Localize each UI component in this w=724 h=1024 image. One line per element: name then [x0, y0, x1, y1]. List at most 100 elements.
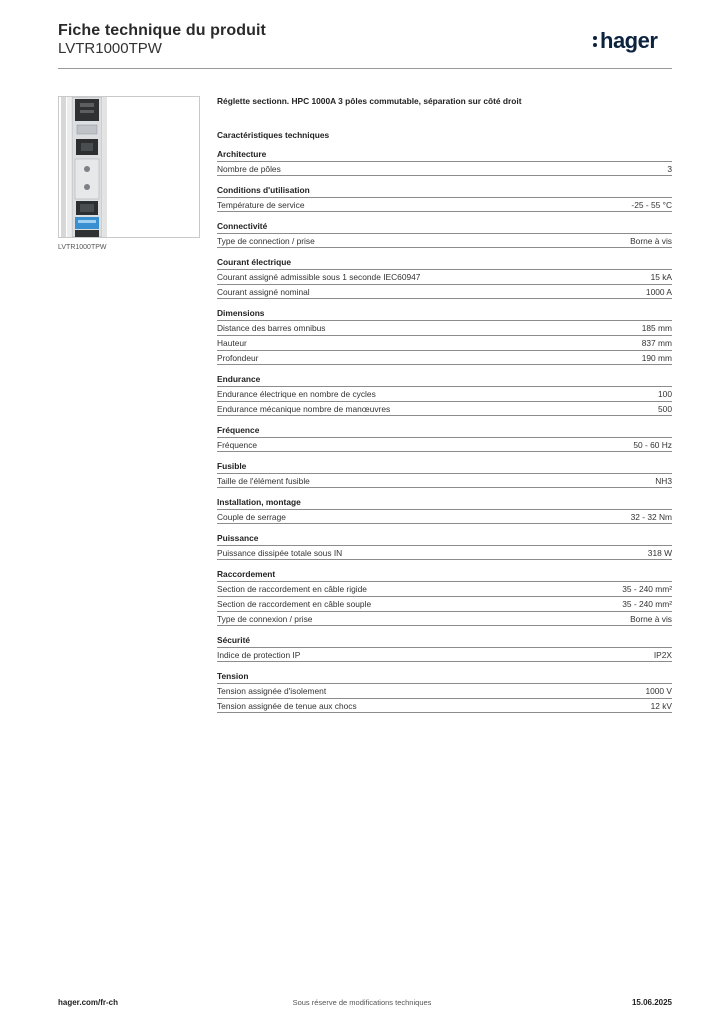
footer-website: hager.com/fr-ch — [58, 998, 119, 1007]
spec-label: Endurance électrique en nombre de cycles — [217, 389, 376, 399]
header-divider — [58, 68, 672, 69]
spec-section-title: Endurance — [217, 374, 261, 384]
spec-row: Tension assignée de tenue aux chocs 12 kV — [217, 698, 672, 713]
spec-value: 837 mm — [641, 338, 672, 348]
spec-value: 3 — [667, 163, 672, 174]
spec-label: Profondeur — [217, 352, 259, 363]
spec-label: Tension assignée d'isolement — [217, 686, 327, 696]
product-description: Réglette sectionn. HPC 1000A 3 pôles com… — [217, 96, 522, 106]
spec-value: 318 W — [647, 547, 672, 558]
spec-value: 50 - 60 Hz — [633, 439, 672, 450]
footer-disclaimer: Sous réserve de modifications techniques — [292, 998, 432, 1007]
spec-section-title: Fréquence — [217, 425, 260, 435]
spec-row: Couple de serrage 32 - 32 Nm — [217, 509, 672, 524]
spec-label: Courant assigné admissible sous 1 second… — [217, 272, 421, 282]
product-reference: LVTR1000TPW — [58, 40, 162, 57]
spec-row: Fréquence 50 - 60 Hz — [217, 437, 672, 452]
spec-row: Hauteur 837 mm — [217, 335, 672, 350]
footer-date: 15.06.2025 — [631, 998, 672, 1007]
spec-row: Distance des barres omnibus 185 mm — [217, 320, 672, 335]
logo-text: hager — [600, 28, 658, 53]
spec-label: Indice de protection IP — [217, 649, 301, 660]
spec-row: Puissance dissipée totale sous IN 318 W — [217, 545, 672, 560]
spec-row: Courant assigné admissible sous 1 second… — [217, 269, 672, 284]
page-title: Fiche technique du produit — [58, 22, 266, 39]
spec-row: Indice de protection IP IP2X — [217, 647, 672, 662]
spec-section-title: Puissance — [217, 533, 259, 543]
spec-section-title: Courant électrique — [217, 257, 291, 267]
spec-section-title: Raccordement — [217, 569, 276, 579]
specs-heading: Caractéristiques techniques — [217, 130, 330, 140]
spec-row: Endurance mécanique nombre de manœuvres 5… — [217, 401, 672, 416]
spec-section-title: Conditions d'utilisation — [217, 185, 310, 195]
product-image — [58, 96, 200, 238]
spec-value: 35 - 240 mm² — [622, 599, 672, 609]
spec-value: 100 — [658, 389, 672, 399]
spec-label: Couple de serrage — [217, 511, 286, 522]
spec-section-title: Installation, montage — [217, 497, 301, 507]
spec-label: Tension assignée de tenue aux chocs — [217, 700, 357, 711]
spec-value: Borne à vis — [630, 235, 672, 246]
spec-label: Courant assigné nominal — [217, 286, 310, 297]
spec-value: Borne à vis — [630, 613, 672, 624]
spec-value: 185 mm — [641, 323, 672, 333]
spec-section-title: Fusible — [217, 461, 247, 471]
spec-section-title: Architecture — [217, 149, 267, 159]
spec-row: Taille de l'élément fusible NH3 — [217, 473, 672, 488]
spec-row: Nombre de pôles 3 — [217, 161, 672, 176]
spec-label: Puissance dissipée totale sous IN — [217, 547, 343, 558]
spec-label: Section de raccordement en câble rigide — [217, 584, 367, 594]
spec-row: Section de raccordement en câble rigide 3… — [217, 581, 672, 596]
spec-row: Profondeur 190 mm — [217, 350, 672, 365]
spec-value: 1000 V — [645, 686, 672, 696]
spec-label: Section de raccordement en câble souple — [217, 599, 372, 609]
logo-dots-icon — [593, 33, 599, 49]
spec-row: Section de raccordement en câble souple 3… — [217, 596, 672, 611]
fuse-rail-illustration — [59, 97, 199, 237]
product-image-caption: LVTR1000TPW — [58, 244, 107, 251]
spec-row: Courant assigné nominal 1000 A — [217, 284, 672, 299]
spec-row: Tension assignée d'isolement 1000 V — [217, 683, 672, 698]
spec-label: Hauteur — [217, 338, 247, 348]
spec-value: 32 - 32 Nm — [630, 511, 672, 522]
spec-value: 500 — [658, 403, 672, 414]
spec-label: Taille de l'élément fusible — [217, 475, 310, 486]
spec-value: 35 - 240 mm² — [622, 584, 672, 594]
spec-label: Type de connexion / prise — [217, 613, 313, 624]
spec-section-title: Sécurité — [217, 635, 251, 645]
spec-value: -25 - 55 °C — [631, 199, 672, 210]
spec-label: Nombre de pôles — [217, 163, 281, 174]
spec-label: Distance des barres omnibus — [217, 323, 326, 333]
spec-value: 15 kA — [650, 272, 672, 282]
spec-value: 190 mm — [641, 352, 672, 363]
spec-row: Température de service -25 - 55 °C — [217, 197, 672, 212]
spec-value: 1000 A — [645, 286, 672, 297]
spec-label: Température de service — [217, 199, 305, 210]
spec-value: 12 kV — [650, 700, 672, 711]
hager-logo: hager — [593, 28, 658, 54]
spec-value: NH3 — [655, 475, 672, 486]
spec-label: Endurance mécanique nombre de manœuvres — [217, 403, 391, 414]
spec-row: Endurance électrique en nombre de cycles… — [217, 386, 672, 401]
spec-section-title: Tension — [217, 671, 249, 681]
spec-label: Type de connection / prise — [217, 235, 315, 246]
spec-row: Type de connexion / prise Borne à vis — [217, 611, 672, 626]
spec-row: Type de connection / prise Borne à vis — [217, 233, 672, 248]
spec-value: IP2X — [653, 649, 672, 660]
spec-section-title: Dimensions — [217, 308, 265, 318]
spec-label: Fréquence — [217, 439, 258, 450]
